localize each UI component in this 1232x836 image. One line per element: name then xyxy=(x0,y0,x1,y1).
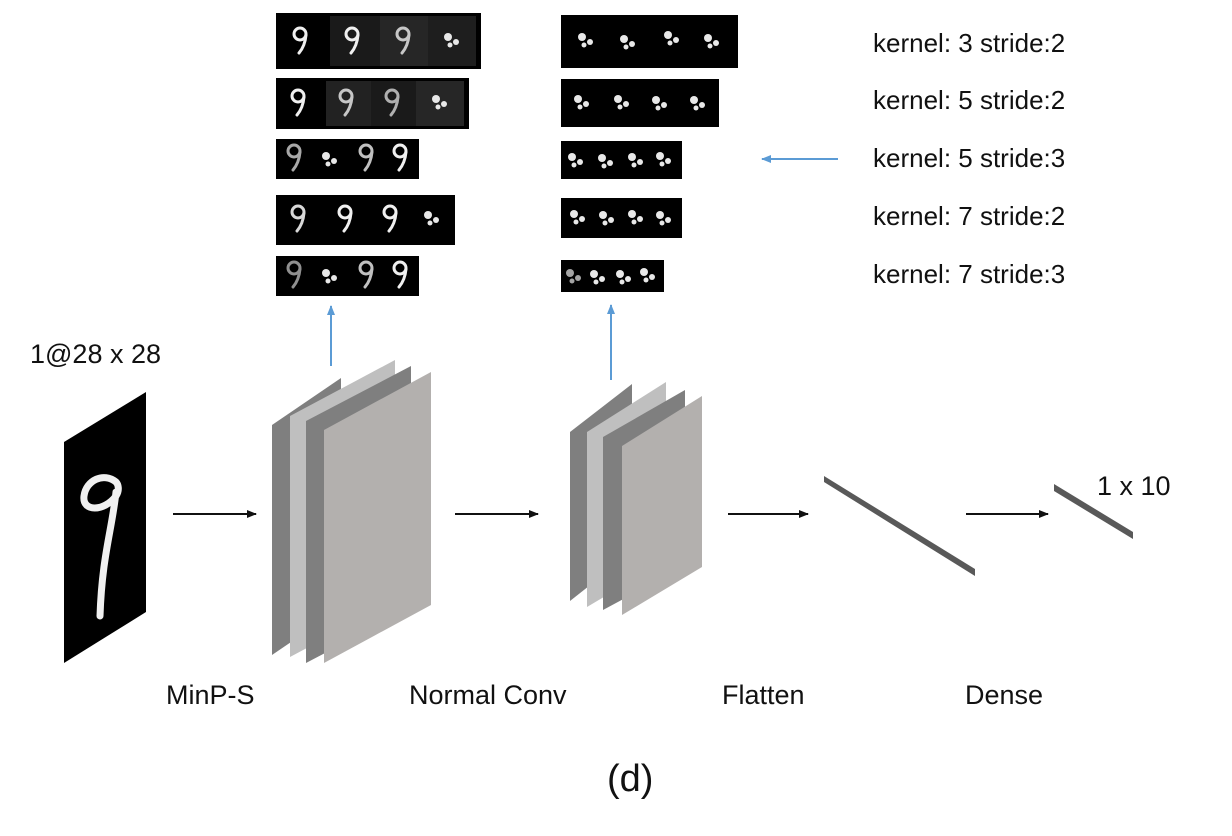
minp-feature-strip xyxy=(276,13,481,69)
minp-layer-stack xyxy=(272,360,431,663)
output-size-label: 1 x 10 xyxy=(1097,471,1171,501)
kernel-label: kernel: 7 stride:3 xyxy=(873,259,1065,289)
kernel-label: kernel: 5 stride:2 xyxy=(873,85,1065,115)
minp-feature-strip xyxy=(276,195,455,245)
minp-feature-maps xyxy=(276,13,481,296)
dense-vector xyxy=(1054,484,1133,539)
kernel-label: kernel: 5 stride:3 xyxy=(873,143,1065,173)
conv-feature-maps xyxy=(561,15,738,292)
conv-layer-stack xyxy=(570,382,702,615)
conv-feature-strip xyxy=(561,198,682,238)
conv-feature-strip xyxy=(561,260,664,292)
input-image xyxy=(64,392,146,663)
digit-nine-icon xyxy=(80,474,122,620)
conv-feature-strip xyxy=(561,15,738,68)
conv-feature-strip xyxy=(561,141,682,179)
flatten-vector xyxy=(824,476,975,576)
input-size-label: 1@28 x 28 xyxy=(30,339,161,369)
stage-label-conv: Normal Conv xyxy=(409,680,567,710)
kernel-label: kernel: 7 stride:2 xyxy=(873,201,1065,231)
minp-feature-strip xyxy=(276,78,469,129)
kernel-label: kernel: 3 stride:2 xyxy=(873,28,1065,58)
minp-feature-strip xyxy=(276,256,419,296)
stage-label-dense: Dense xyxy=(965,680,1043,710)
minp-feature-strip xyxy=(276,139,419,179)
stage-label-minp: MinP-S xyxy=(166,680,255,710)
figure-caption: (d) xyxy=(607,758,653,800)
stage-label-flatten: Flatten xyxy=(722,680,805,710)
conv-feature-strip xyxy=(561,79,719,127)
